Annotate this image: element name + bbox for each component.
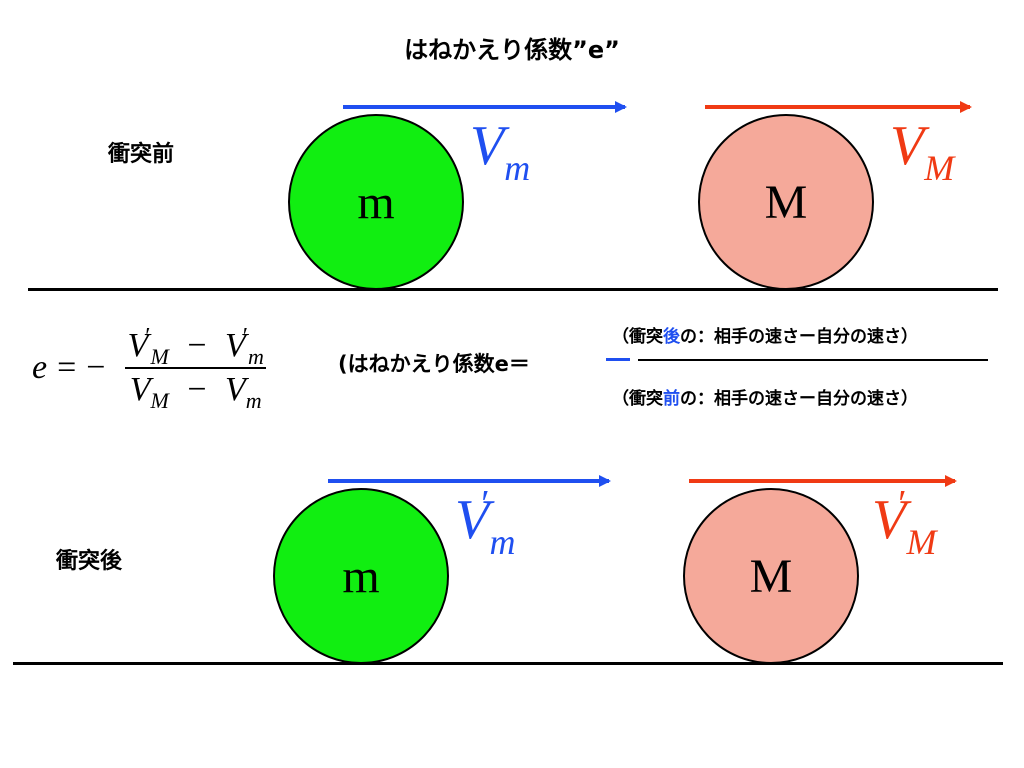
word-formula-fraction-bar (638, 359, 988, 361)
velocity-label-M-after: V′M (872, 483, 937, 562)
word-formula-minus (606, 358, 630, 361)
ball-M-label: M (764, 175, 808, 229)
formula-minus: − (86, 349, 106, 386)
ball-M-label: M (749, 549, 793, 603)
diagram-title: はねかえり係数”e” (404, 36, 620, 64)
ball-m-label: m (342, 549, 380, 603)
formula-fraction-bar (125, 367, 266, 369)
formula-lhs: e (32, 349, 48, 386)
formula-fraction: V′M − V′m VM − Vm (125, 324, 266, 413)
before-collision-label: 衝突前 (108, 142, 175, 167)
formula-numerator: V′M − V′m (127, 324, 264, 369)
word-formula-numerator: （衝突後の：相手の速さー自分の速さ） (612, 327, 918, 347)
velocity-label-m-after: V′m (455, 483, 516, 562)
after-collision-label: 衝突後 (56, 549, 123, 574)
restitution-formula: e = − V′M − V′m VM − Vm (32, 312, 266, 424)
ball-m-label: m (357, 175, 395, 229)
word-formula-denominator: （衝突前の：相手の速さー自分の速さ） (612, 389, 918, 409)
velocity-label-M-before: VM (890, 115, 955, 188)
word-formula-prefix: (はねかえり係数e＝ (338, 352, 530, 376)
velocity-label-m-before: Vm (470, 115, 531, 188)
ball-m-before: m (288, 114, 464, 290)
ball-M-after: M (683, 488, 859, 664)
formula-denominator: VM − Vm (129, 371, 262, 413)
ball-m-after: m (273, 488, 449, 664)
formula-equals: = (57, 349, 77, 386)
ground-line-after (13, 662, 1003, 665)
ball-M-before: M (698, 114, 874, 290)
ground-line-before (28, 288, 998, 291)
